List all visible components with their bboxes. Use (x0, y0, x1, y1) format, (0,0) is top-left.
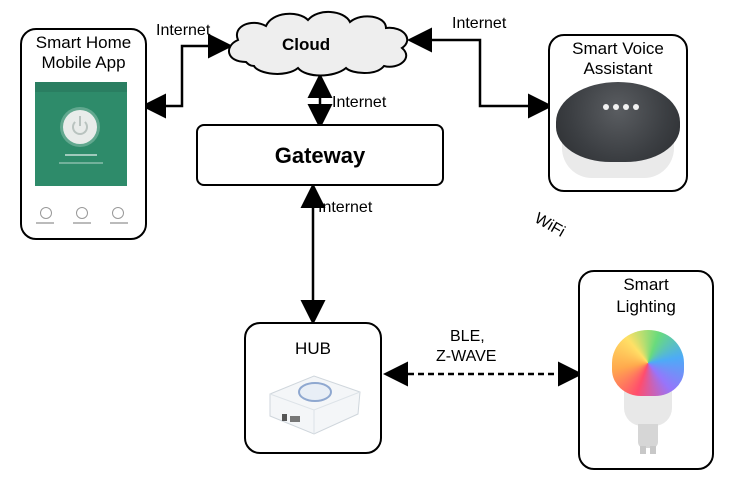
speaker-led (623, 104, 629, 110)
phone-status-bar (35, 82, 127, 92)
loop-icon (76, 207, 88, 219)
phone-bottom-icons (40, 207, 124, 219)
lighting-title-line1: Smart (623, 275, 669, 294)
cloud-voice-link-label: Internet (452, 15, 507, 32)
bulb-pin (640, 446, 646, 454)
gateway-label: Gateway (274, 143, 366, 168)
app-cloud-connector (141, 33, 233, 119)
hub-lighting-link-label-line1: BLE, (450, 328, 485, 345)
gateway-hub-link-label: Internet (318, 199, 373, 216)
speaker-led (633, 104, 639, 110)
voice-assistant-title-line1: Smart Voice (572, 39, 664, 58)
hub-lighting-link-label-line2: Z-WAVE (436, 348, 497, 365)
cloud-gateway-link-label: Internet (332, 94, 387, 111)
caption-line (36, 222, 54, 224)
cloud-voice-connector (407, 27, 553, 119)
phone-screen-image (35, 82, 127, 186)
power-icon (63, 110, 97, 144)
speaker-led (613, 104, 619, 110)
caption-line (110, 222, 128, 224)
screen-text-line (59, 162, 103, 164)
mobile-app-title-line2: Mobile App (41, 53, 126, 72)
timer-icon (40, 207, 52, 219)
bulb-pin (650, 446, 656, 454)
cloud-label: Cloud (282, 35, 331, 54)
smart-bulb-image (612, 330, 684, 396)
countdown-icon (112, 207, 124, 219)
voice-assistant-title-line2: Assistant (583, 59, 653, 78)
hub-title: HUB (295, 339, 331, 358)
screen-text-line (65, 154, 97, 156)
lighting-title-line2: Lighting (616, 297, 676, 316)
caption-line (73, 222, 91, 224)
hub-device-image (269, 375, 361, 435)
mobile-app-title-line1: Smart Home (35, 33, 132, 52)
app-cloud-link-label: Internet (156, 22, 211, 39)
speaker-led (603, 104, 609, 110)
bulb-cap (638, 424, 658, 448)
cloud-shape (228, 11, 409, 77)
gateway-box: Gateway (196, 124, 444, 186)
smart-speaker-image (556, 82, 680, 162)
phone-icon-captions (36, 222, 128, 224)
